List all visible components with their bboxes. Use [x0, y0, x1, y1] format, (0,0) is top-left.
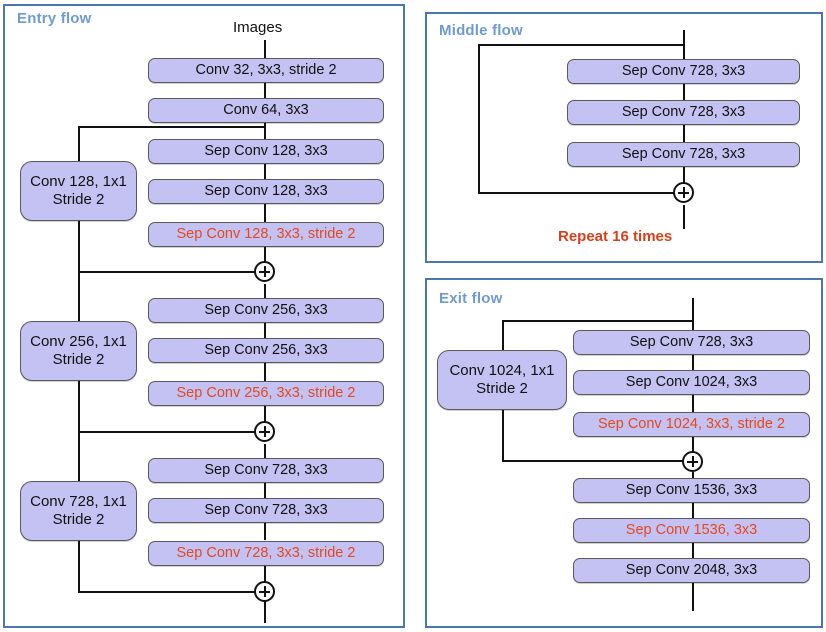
exit-flow-title: Exit flow	[439, 290, 503, 307]
middle-connector-3	[683, 167, 685, 185]
entry-skip-down-1b	[78, 219, 80, 273]
entry-block-6[interactable]: Sep Conv 256, 3x3	[148, 338, 384, 363]
entry-block-4[interactable]: Sep Conv 128, 3x3, stride 2	[148, 222, 384, 247]
entry-connector-13	[264, 562, 266, 583]
entry-skip-join-3	[78, 591, 266, 593]
exit-block-0[interactable]: Sep Conv 728, 3x3	[573, 330, 810, 355]
entry-connector-input	[264, 40, 266, 60]
exit-connector-1	[692, 355, 694, 371]
exit-residual-0[interactable]: Conv 1024, 1x1 Stride 2	[437, 350, 567, 410]
entry-connector-8	[264, 362, 266, 383]
entry-residual-0[interactable]: Conv 128, 1x1 Stride 2	[20, 161, 137, 221]
exit-add-node	[682, 451, 703, 472]
middle-add-node	[673, 182, 694, 203]
middle-skip-join	[478, 192, 685, 194]
entry-add-node-2	[254, 581, 275, 602]
exit-skip-join	[502, 460, 694, 462]
entry-connector-6	[264, 284, 266, 300]
entry-skip-down-3a	[78, 431, 80, 483]
entry-connector-12	[264, 522, 266, 540]
entry-skip-join-2	[78, 431, 266, 433]
entry-skip-down-1a	[78, 126, 80, 163]
middle-flow-panel	[425, 12, 823, 263]
entry-connector-3	[264, 163, 266, 181]
exit-connector-4	[692, 472, 694, 479]
entry-connector-11	[264, 482, 266, 500]
middle-block-2[interactable]: Sep Conv 728, 3x3	[567, 142, 800, 167]
entry-connector-4	[264, 203, 266, 224]
exit-skip-tap	[502, 320, 694, 322]
entry-block-7[interactable]: Sep Conv 256, 3x3, stride 2	[148, 381, 384, 406]
entry-connector-output	[264, 601, 266, 623]
entry-add-node-1	[254, 421, 275, 442]
exit-connector-5	[692, 503, 694, 519]
exit-block-2[interactable]: Sep Conv 1024, 3x3, stride 2	[573, 412, 810, 437]
entry-block-9[interactable]: Sep Conv 728, 3x3	[148, 498, 384, 523]
entry-block-1[interactable]: Conv 64, 3x3	[148, 98, 384, 123]
entry-block-10[interactable]: Sep Conv 728, 3x3, stride 2	[148, 541, 384, 566]
entry-skip-down-2a	[78, 271, 80, 323]
middle-block-0[interactable]: Sep Conv 728, 3x3	[567, 59, 800, 84]
exit-connector-2	[692, 395, 694, 413]
middle-connector-2	[683, 125, 685, 143]
entry-block-3[interactable]: Sep Conv 128, 3x3	[148, 179, 384, 204]
entry-block-2[interactable]: Sep Conv 128, 3x3	[148, 139, 384, 164]
middle-skip-down	[478, 44, 480, 194]
exit-block-5[interactable]: Sep Conv 2048, 3x3	[573, 558, 810, 583]
entry-skip-join-1	[78, 271, 266, 273]
middle-connector-1	[683, 84, 685, 101]
entry-residual-1[interactable]: Conv 256, 1x1 Stride 2	[20, 321, 137, 381]
entry-connector-9	[264, 405, 266, 424]
entry-skip-down-3b	[78, 539, 80, 593]
entry-connector-1	[264, 82, 266, 99]
entry-skip-down-2b	[78, 379, 80, 433]
exit-block-3[interactable]: Sep Conv 1536, 3x3	[573, 478, 810, 503]
entry-add-node-0	[254, 261, 275, 282]
middle-connector-output	[683, 205, 685, 229]
middle-flow-title: Middle flow	[439, 22, 523, 39]
entry-skip-tap-1	[78, 126, 266, 128]
middle-skip-tap	[478, 44, 685, 46]
exit-block-1[interactable]: Sep Conv 1024, 3x3	[573, 370, 810, 395]
entry-block-0[interactable]: Conv 32, 3x3, stride 2	[148, 58, 384, 83]
entry-residual-2[interactable]: Conv 728, 1x1 Stride 2	[20, 481, 137, 541]
middle-block-1[interactable]: Sep Conv 728, 3x3	[567, 100, 800, 125]
exit-connector-input	[692, 298, 694, 331]
entry-connector-2	[264, 122, 266, 141]
exit-block-4[interactable]: Sep Conv 1536, 3x3	[573, 518, 810, 543]
entry-connector-10	[264, 444, 266, 460]
entry-flow-input-label: Images	[233, 19, 283, 36]
exit-skip-down-a	[502, 320, 504, 352]
entry-connector-7	[264, 322, 266, 340]
exit-connector-3	[692, 437, 694, 452]
exit-skip-down-b	[502, 408, 504, 462]
entry-flow-title: Entry flow	[17, 10, 92, 27]
exit-connector-output	[692, 583, 694, 611]
exit-connector-6	[692, 543, 694, 559]
entry-block-5[interactable]: Sep Conv 256, 3x3	[148, 298, 384, 323]
entry-block-8[interactable]: Sep Conv 728, 3x3	[148, 458, 384, 483]
middle-flow-repeat-note: Repeat 16 times	[558, 228, 673, 245]
entry-connector-5	[264, 246, 266, 264]
